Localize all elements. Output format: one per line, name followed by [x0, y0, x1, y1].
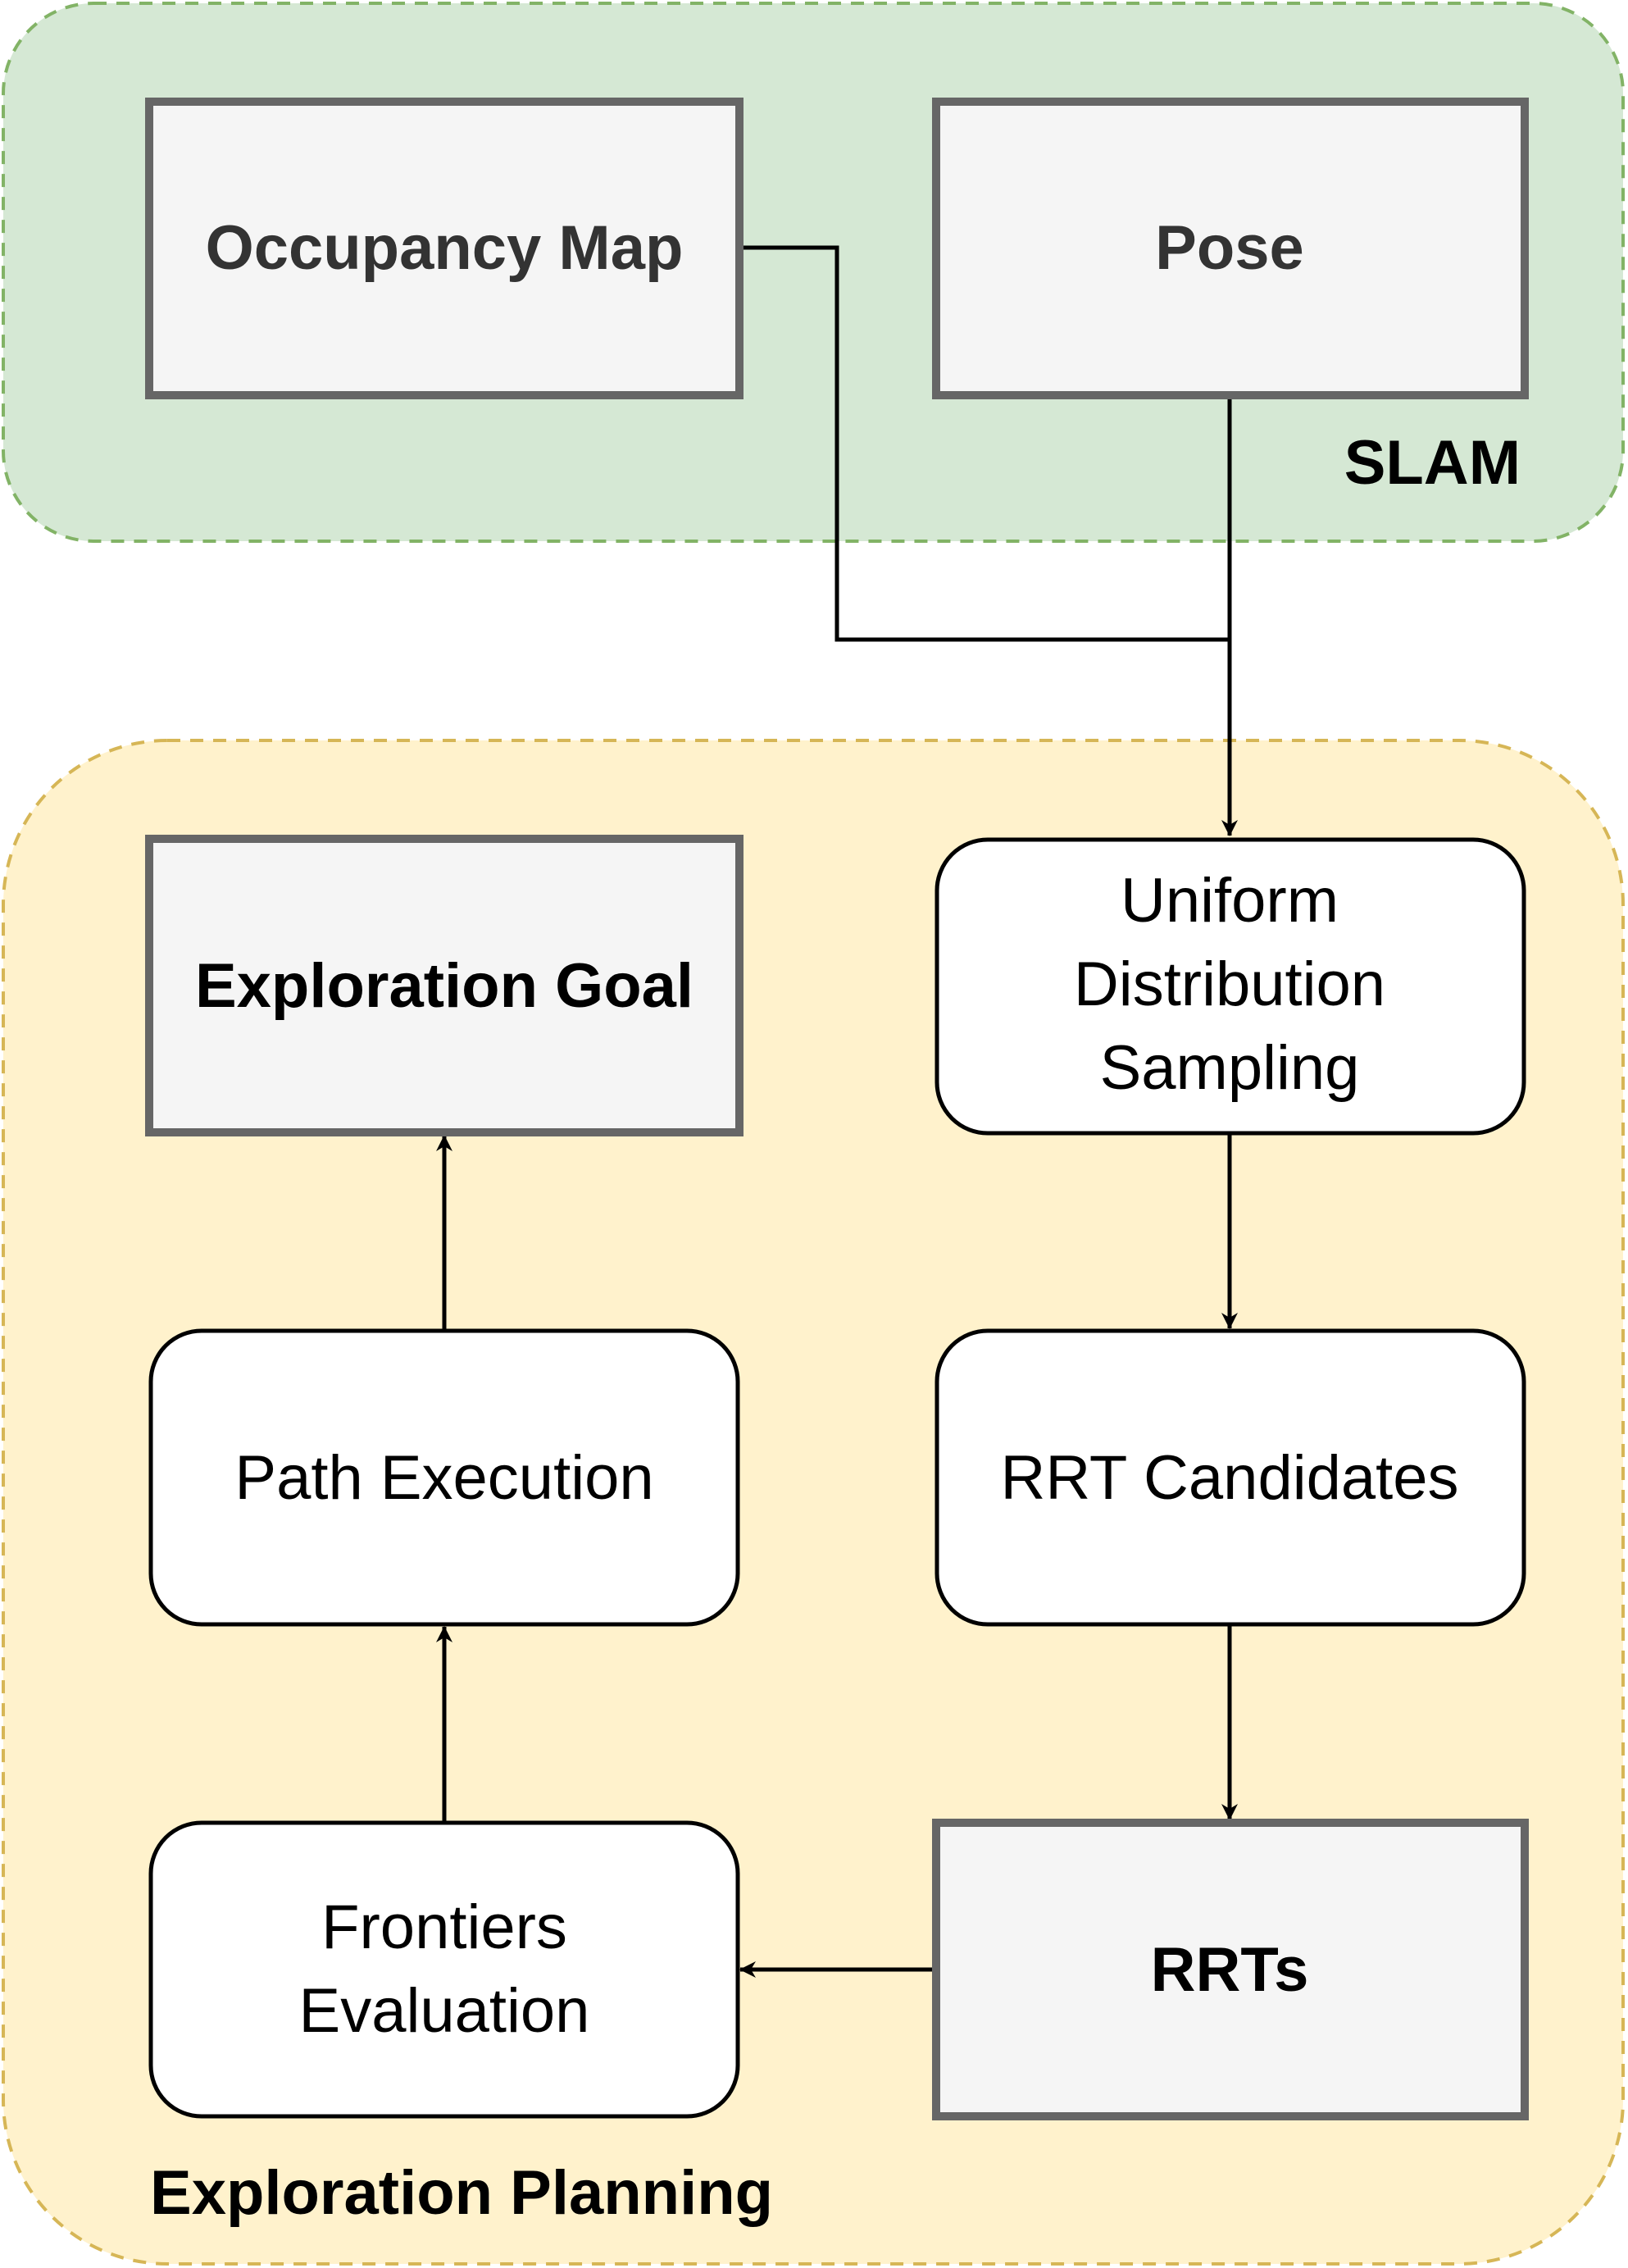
node-rrt-candidates[interactable]: RRT Candidates [935, 1328, 1526, 1627]
node-label: RRT Candidates [1000, 1443, 1458, 1513]
node-label: Occupancy Map [206, 213, 684, 283]
node-pose[interactable]: Pose [932, 98, 1529, 399]
slam-label: SLAM [1344, 428, 1521, 498]
node-uniform-distribution-sampling[interactable]: Uniform Distribution Sampling [935, 837, 1526, 1136]
node-label-line-1: Uniform [1121, 866, 1339, 936]
node-exploration-goal[interactable]: Exploration Goal [145, 835, 744, 1136]
edge-occupancy-to-sampling [740, 245, 1230, 642]
node-path-execution[interactable]: Path Execution [148, 1328, 740, 1627]
node-label-line-1: Frontiers [321, 1892, 567, 1962]
node-label-line-3: Sampling [1100, 1033, 1360, 1103]
node-rrts[interactable]: RRTs [932, 1819, 1529, 2120]
node-label-line-2: Distribution [1074, 950, 1385, 1019]
node-label-line-2: Evaluation [299, 1976, 590, 2046]
node-occupancy-map[interactable]: Occupancy Map [145, 98, 744, 399]
node-frontiers-evaluation[interactable]: Frontiers Evaluation [148, 1820, 740, 2119]
node-label: RRTs [1151, 1935, 1309, 2005]
node-label: Path Execution [234, 1443, 653, 1513]
node-label: Exploration Goal [195, 951, 693, 1021]
node-label: Pose [1155, 213, 1304, 283]
exploration-planning-label: Exploration Planning [150, 2158, 773, 2228]
edges [436, 245, 1238, 1978]
